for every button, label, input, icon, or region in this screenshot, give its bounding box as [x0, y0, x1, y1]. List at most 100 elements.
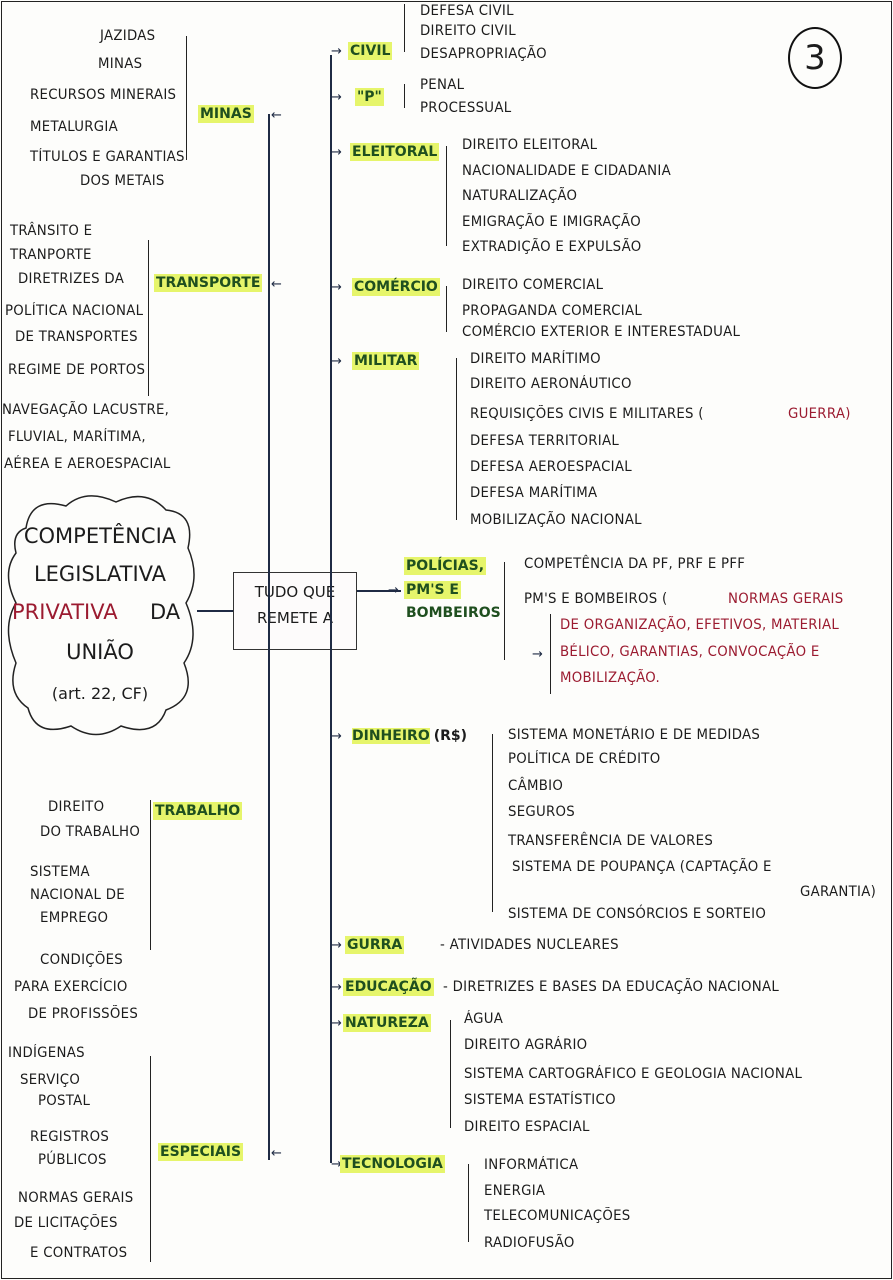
branch-item: DO TRABALHO [40, 824, 141, 840]
cloud-title-line: (art. 22, CF) [51, 684, 149, 703]
branch-item: REQUISIÇÕES CIVIS E MILITARES ( [470, 406, 704, 422]
page-number: 3 [788, 27, 842, 89]
trunk-left [268, 114, 270, 1160]
topic-militar: MILITAR [352, 352, 420, 370]
topic-policias-line: PM's e [404, 581, 461, 599]
topic-natureza: NATUREZA [343, 1014, 431, 1032]
bracket [404, 84, 405, 108]
branch-item: COMÉRCIO EXTERIOR E INTERESTADUAL [462, 324, 741, 340]
branch-item: DIREITO ELEITORAL [462, 137, 598, 153]
branch-item: POLÍTICA NACIONAL [5, 303, 144, 319]
arrow-icon: → [532, 647, 543, 662]
topic-minas: MINAS [198, 105, 254, 123]
arrow-icon: → [331, 145, 342, 160]
branch-item: EXTRADIÇÃO E EXPULSÃO [462, 239, 642, 255]
branch-item: DEFESA MARÍTIMA [470, 485, 598, 501]
red-note: GUERRA) [788, 406, 851, 422]
bracket [550, 614, 551, 694]
branch-item: RECURSOS MINERAIS [30, 87, 177, 103]
branch-item: CONDIÇÕES [40, 952, 124, 968]
topic-civil: CIVIL [348, 42, 393, 60]
red-detail: BÉLICO, GARANTIAS, CONVOCAÇÃO e [560, 644, 820, 660]
topic-suffix: (R$) [433, 728, 468, 744]
bracket [150, 800, 151, 950]
bracket [446, 286, 447, 332]
branch-item: NACIONAL DE [30, 887, 125, 903]
bracket [148, 240, 149, 396]
bracket [446, 146, 447, 246]
branch-item: SISTEMA CARTOGRÁFICO E GEOLOGIA NACIONAL [464, 1066, 803, 1082]
arrow-icon: → [331, 44, 342, 59]
branch-item: NAVEGAÇÃO LACUSTRE, [2, 402, 170, 418]
topic-guerra: GURRA [345, 936, 405, 954]
branch-item: DESAPROPRIAÇÃO [420, 46, 547, 62]
branch-item: ENERGIA [484, 1183, 546, 1199]
trunk-right [330, 55, 332, 1163]
bracket [468, 1164, 469, 1242]
branch-item: TRANPORTE [10, 247, 92, 263]
branch-item: MINAS [98, 56, 143, 72]
connector-left [197, 610, 233, 612]
branch-item: DOS METAIS [80, 173, 165, 189]
branch-item: MOBILIZAÇÃO NACIONAL [470, 512, 642, 528]
topic-transporte: TRANSPORTE [154, 274, 263, 292]
branch-item: SISTEMA DE CONSÓRCIOS E SORTEIO [508, 906, 767, 922]
branch-item: PROPAGANDA COMERCIAL [462, 303, 643, 319]
branch-item: TRANSFERÊNCIA DE VALORES [508, 833, 714, 849]
branch-item: DIREITO AGRÁRIO [464, 1037, 588, 1053]
branch-item: INDÍGENAS [8, 1045, 85, 1061]
topic-educacao: EDUCAÇÃO [343, 978, 434, 996]
bracket [456, 358, 457, 520]
branch-item: NATURALIZAÇÃO [462, 188, 578, 204]
branch-item: DE TRANSPORTES [15, 329, 138, 345]
cloud-title-line: LEGISLATIVA [33, 562, 167, 586]
branch-item: SISTEMA MONETÁRIO E DE MEDIDAS [508, 727, 761, 743]
branch-item: DIRETRIZES DA [18, 271, 125, 287]
branch-item: EMIGRAÇÃO E IMIGRAÇÃO [462, 214, 641, 230]
branch-item: AÉREA E AEROESPACIAL [4, 456, 171, 472]
arrow-icon: → [331, 90, 342, 105]
cloud-shape [7, 495, 195, 736]
central-node-line: TUDO QUE [254, 583, 336, 601]
branch-item: COMPETÊNCIA DA PF, PRF E PFF [524, 556, 746, 572]
bracket [492, 734, 493, 912]
branch-item: PÚBLICOS [38, 1152, 107, 1168]
central-node-line: REMETE A [257, 609, 333, 627]
topic-p: "P" [355, 88, 384, 106]
branch-item: DIREITO CIVIL [420, 23, 516, 39]
central-node: TUDO QUE REMETE A [233, 572, 357, 650]
branch-item: DIREITO AERONÁUTICO [470, 376, 632, 392]
branch-item: PM's e BOMBEIROS ( [524, 591, 668, 607]
branch-item: RADIOFUSÃO [484, 1235, 575, 1251]
topic-label: DINHEIRO [352, 728, 430, 744]
cloud-title-line: UNIÃO [66, 640, 134, 664]
arrow-left-icon: ← [271, 108, 282, 123]
branch-item: SISTEMA [30, 864, 90, 880]
branch-item: NACIONALIDADE E CIDADANIA [462, 163, 671, 179]
branch-item: TÍTULOS E GARANTIAS [30, 149, 185, 165]
branch-item: ÁGUA [464, 1011, 504, 1027]
branch-item: DE PROFISSÕES [28, 1006, 139, 1022]
topic-policias-line: BOMBEIROS [406, 605, 501, 621]
branch-item: CÂMBIO [508, 778, 564, 794]
branch-item: PROCESSUAL [420, 100, 512, 116]
branch-item: PARA EXERCÍCIO [14, 979, 128, 995]
bracket [150, 1056, 151, 1262]
arrow-icon: → [331, 1016, 342, 1031]
branch-item: TRÂNSITO E [10, 223, 93, 239]
branch-item: JAZIDAS [100, 28, 156, 44]
branch-item: SISTEMA DE POUPANÇA (CAPTAÇÃO E [512, 859, 772, 875]
arrow-icon: → [331, 980, 342, 995]
branch-item: DIREITO COMERCIAL [462, 277, 604, 293]
bracket [404, 4, 405, 52]
arrow-left-icon: ← [271, 1146, 282, 1161]
bracket [450, 1020, 451, 1128]
red-note: NORMAS GERAIS [728, 591, 844, 607]
branch-item: DIREITO ESPACIAL [464, 1119, 590, 1135]
branch-item: - ATIVIDADES NUCLEARES [440, 937, 619, 953]
branch-item: REGIME DE PORTOS [8, 362, 146, 378]
branch-item: SERVIÇO [20, 1072, 81, 1088]
topic-comercio: COMÉRCIO [352, 278, 440, 296]
arrow-icon: → [331, 280, 342, 295]
